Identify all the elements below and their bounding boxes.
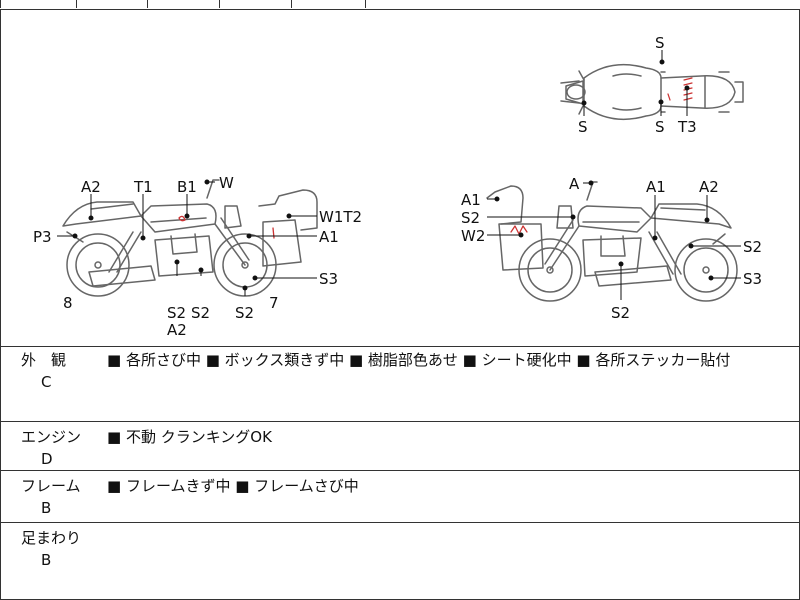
label-left-7: 7 xyxy=(269,294,279,312)
label-left-a1: A1 xyxy=(319,228,339,246)
label-right-a: A xyxy=(569,175,580,193)
header-cell xyxy=(147,0,220,8)
label-left-s2-a: S2 xyxy=(167,304,186,322)
label-top-s-right: S xyxy=(655,118,665,136)
row-notes-frame: ■ フレームきず中 ■ フレームさび中 xyxy=(107,477,359,495)
label-right-s2-wheel: S2 xyxy=(743,238,762,256)
label-left-p3: P3 xyxy=(33,228,52,246)
damage-diagram-area: S S S T3 A2 T1 B1 W P3 W1T2 A1 S3 8 S2 S… xyxy=(0,9,800,347)
label-top-s-upper: S xyxy=(655,34,665,52)
row-engine: エンジン D ■ 不動 クランキングOK xyxy=(0,422,800,471)
label-left-a2: A2 xyxy=(81,178,101,196)
leader-lines xyxy=(57,50,741,300)
row-grade-exterior: C xyxy=(41,373,52,391)
top-view-outline xyxy=(560,63,744,121)
row-frame: フレーム B ■ フレームきず中 ■ フレームさび中 xyxy=(0,471,800,523)
label-left-b1: B1 xyxy=(177,178,197,196)
row-grade-frame: B xyxy=(41,499,52,517)
left-side-outline xyxy=(62,179,318,297)
label-left-w1t2: W1T2 xyxy=(319,208,362,226)
row-grade-suspension: B xyxy=(41,551,52,569)
row-title-exterior: 外 観 xyxy=(21,351,67,369)
label-right-s2-bottom: S2 xyxy=(611,304,630,322)
header-cell xyxy=(219,0,292,8)
diagram-labels: S S S T3 A2 T1 B1 W P3 W1T2 A1 S3 8 S2 S… xyxy=(33,34,762,339)
label-right-a1-box: A1 xyxy=(461,191,481,209)
row-suspension: 足まわり B xyxy=(0,523,800,600)
row-grade-engine: D xyxy=(41,450,53,468)
row-title-frame: フレーム xyxy=(21,477,81,495)
header-strip xyxy=(0,0,800,9)
header-cell xyxy=(0,0,77,8)
right-side-damage-marks xyxy=(510,225,528,235)
right-side-outline xyxy=(486,181,738,302)
label-right-a2: A2 xyxy=(699,178,719,196)
label-left-w: W xyxy=(219,174,234,192)
row-title-engine: エンジン xyxy=(21,428,82,446)
label-right-s2-box: S2 xyxy=(461,209,480,227)
header-cell xyxy=(291,0,366,8)
label-left-8: 8 xyxy=(63,294,73,312)
label-left-a2-bottom: A2 xyxy=(167,321,187,339)
label-left-s2-c: S2 xyxy=(235,304,254,322)
label-right-s3: S3 xyxy=(743,270,762,288)
label-top-s-left: S xyxy=(578,118,588,136)
row-exterior: 外 観 C ■ 各所さび中 ■ ボックス類きず中 ■ 樹脂部色あせ ■ シート硬… xyxy=(0,345,800,422)
label-top-t3: T3 xyxy=(677,118,697,136)
label-left-s2-b: S2 xyxy=(191,304,210,322)
label-left-t1: T1 xyxy=(133,178,153,196)
header-cell xyxy=(75,0,148,8)
label-left-s3: S3 xyxy=(319,270,338,288)
label-right-w2: W2 xyxy=(461,227,485,245)
motorcycle-diagram: S S S T3 A2 T1 B1 W P3 W1T2 A1 S3 8 S2 S… xyxy=(33,34,762,339)
row-notes-exterior: ■ 各所さび中 ■ ボックス類きず中 ■ 樹脂部色あせ ■ シート硬化中 ■ 各… xyxy=(107,351,731,369)
row-title-suspension: 足まわり xyxy=(21,529,82,547)
label-right-a1: A1 xyxy=(646,178,666,196)
row-notes-engine: ■ 不動 クランキングOK xyxy=(107,428,272,446)
